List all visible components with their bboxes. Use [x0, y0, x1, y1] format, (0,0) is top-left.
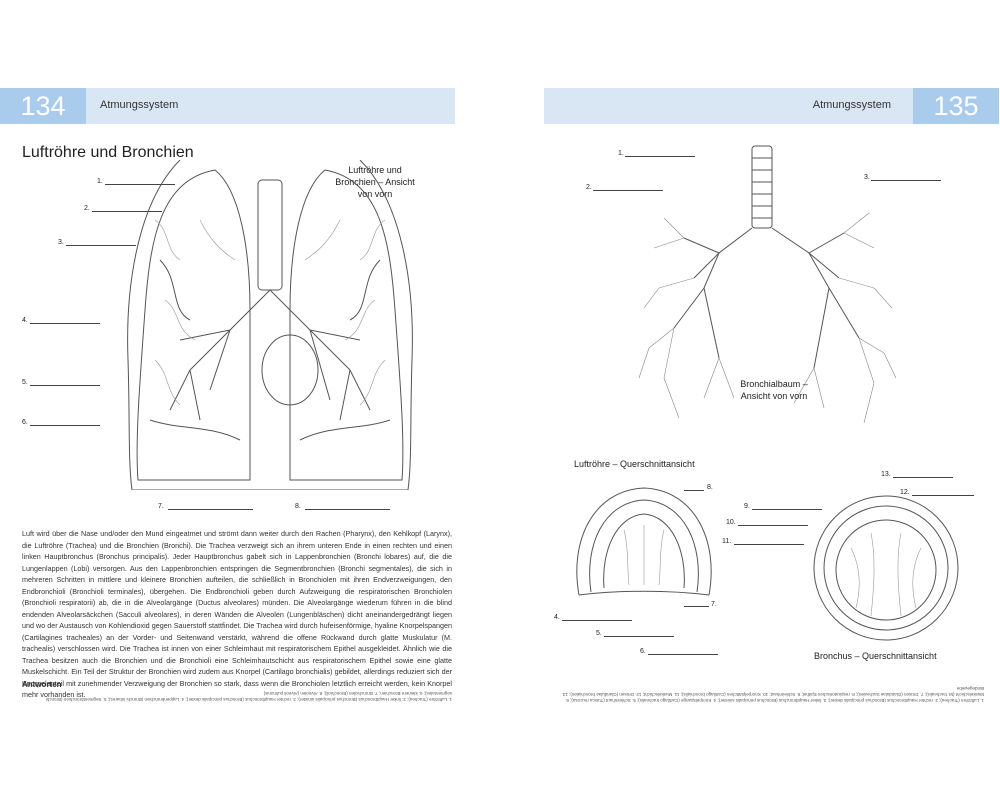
label-3: 3. [864, 174, 870, 181]
left-page: 134 Atmungssystem Luftröhre und Bronchie… [0, 88, 455, 728]
label-line-11 [734, 544, 804, 545]
label-10: 10. [726, 519, 736, 526]
label-line-6 [648, 654, 718, 655]
label-5: 5. [596, 630, 602, 637]
label-line-8 [305, 509, 390, 510]
label-line-7 [684, 606, 709, 607]
label-line-8 [684, 490, 704, 491]
label-line-4 [562, 620, 632, 621]
label-line-3 [66, 245, 136, 246]
label-line-6 [30, 425, 100, 426]
right-page: Atmungssystem 135 1. 2. 3. Bronchialbaum… [544, 88, 999, 728]
label-11: 11. [722, 538, 732, 545]
answers-text: 1. Luftröhre (Trachea); 2. linker Hauptb… [45, 691, 452, 702]
label-4: 4. [22, 317, 28, 324]
page-number: 135 [913, 88, 999, 124]
figure-caption-trachea: Luftröhre – Querschnittansicht [574, 459, 695, 469]
label-line-4 [30, 323, 100, 324]
label-8: 8. [295, 503, 301, 510]
figure-caption-tree: Bronchialbaum – Ansicht von vorn [740, 379, 808, 401]
label-5: 5. [22, 379, 28, 386]
label-12: 12. [900, 489, 910, 496]
label-1: 1. [97, 178, 103, 185]
label-1: 1. [618, 150, 624, 157]
label-line-7 [168, 509, 253, 510]
trachea-cross-section [576, 487, 712, 596]
label-13: 13. [881, 471, 891, 478]
label-line-5 [604, 636, 674, 637]
label-line-3 [871, 180, 941, 181]
answers-text: 1. Luftröhre (Trachea); 2. rechter Haupt… [561, 686, 984, 703]
label-4: 4. [554, 614, 560, 621]
bronchus-cross-section [813, 495, 959, 641]
label-6: 6. [22, 419, 28, 426]
page-title: Luftröhre und Bronchien [22, 144, 194, 161]
page-header: Atmungssystem 135 [544, 88, 999, 124]
label-2: 2. [586, 184, 592, 191]
answers-heading: Antworten [22, 680, 62, 689]
page-number: 134 [0, 88, 86, 124]
section-title: Atmungssystem [812, 99, 891, 111]
label-line-10 [738, 525, 808, 526]
section-title: Atmungssystem [100, 99, 179, 111]
figure-caption-bronchus: Bronchus – Querschnittansicht [814, 651, 937, 661]
label-line-2 [593, 190, 663, 191]
label-line-13 [893, 477, 953, 478]
label-9: 9. [744, 503, 750, 510]
body-text: Luft wird über die Nase und/oder den Mun… [22, 529, 452, 699]
label-7: 7. [158, 503, 164, 510]
figure-caption: Luftröhre und Bronchien – Ansicht von vo… [335, 165, 415, 199]
label-line-1 [625, 156, 695, 157]
page-header: 134 Atmungssystem [0, 88, 455, 124]
label-6: 6. [640, 648, 646, 655]
label-line-9 [752, 509, 822, 510]
label-line-2 [92, 211, 162, 212]
bronchial-tree-illustration [638, 145, 897, 424]
label-line-5 [30, 385, 100, 386]
label-7: 7. [711, 601, 717, 608]
label-line-12 [912, 495, 974, 496]
label-line-1 [105, 184, 175, 185]
label-8: 8. [707, 484, 713, 491]
label-3: 3. [58, 239, 64, 246]
lungs-illustration [127, 160, 413, 490]
label-2: 2. [84, 205, 90, 212]
